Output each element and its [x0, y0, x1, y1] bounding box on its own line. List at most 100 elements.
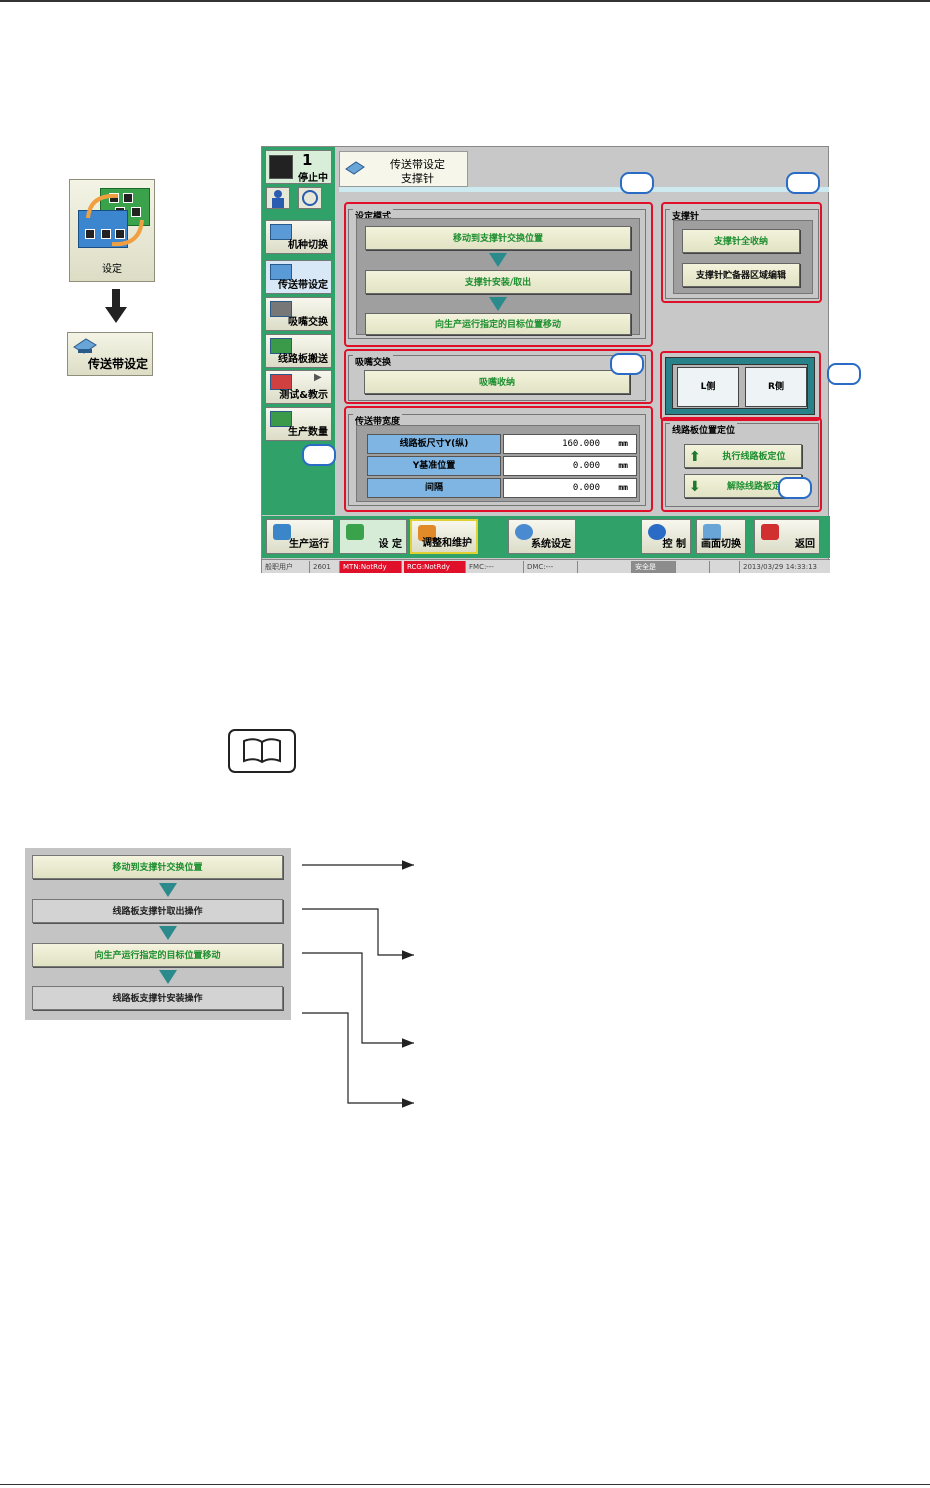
right-side-button[interactable]: R侧 — [745, 367, 807, 407]
step-arrow-icon — [489, 297, 507, 311]
conveyor-icon — [345, 161, 365, 175]
down-arrow-icon: ⬇ — [689, 479, 701, 495]
highlight-box — [661, 417, 822, 512]
play-icon: ▶ — [314, 372, 322, 383]
highlight-box — [660, 351, 821, 421]
conveyor-icon — [270, 264, 292, 280]
conveyor-icon — [73, 338, 97, 354]
exchange-arrows-icon — [86, 193, 144, 247]
screen-switch-button[interactable]: 画面切换 — [696, 519, 746, 554]
step-arrow-icon — [159, 926, 177, 940]
callout-marker — [620, 172, 654, 194]
system-settings-button[interactable]: 系统设定 — [508, 519, 576, 554]
status-empty — [710, 561, 740, 573]
nozzle-store-button[interactable]: 吸嘴收纳 — [364, 370, 630, 394]
nozzle-exchange-group: 吸嘴交换 吸嘴收纳 — [348, 355, 646, 401]
flow-diagram: 移动到支撑针交换位置 线路板支撑针取出操作 向生产运行指定的目标位置移动 线路板… — [25, 848, 291, 1020]
left-side-button[interactable]: L侧 — [677, 367, 739, 407]
status-bar: 般职用户 2601 MTN:NotRdy RCG:NotRdy FMC:--- … — [262, 559, 830, 573]
nozzle-exchange-title: 吸嘴交换 — [353, 355, 394, 368]
dmc-status: DMC:--- — [524, 561, 578, 573]
highlight-box — [344, 349, 653, 404]
status-indicator-icon — [269, 155, 293, 179]
test-teach-icon — [270, 374, 292, 390]
store-all-pins-button[interactable]: 支撑针全收纳 — [682, 229, 800, 253]
sidebar-item-board-transfer[interactable]: 线路板搬送 — [265, 334, 332, 368]
machine-status: 1 停止中 — [265, 150, 332, 184]
sidebar-item-test-teach[interactable]: ▶ 测试&教示 — [265, 370, 332, 404]
machine-state: 停止中 — [298, 173, 328, 184]
pin-install-remove-button[interactable]: 支撑针安装/取出 — [365, 270, 631, 294]
highlight-box — [344, 202, 653, 347]
help-icon[interactable] — [298, 187, 322, 209]
flow-step: 线路板支撑针取出操作 — [32, 899, 283, 923]
board-positioning-title: 线路板位置定位 — [670, 423, 738, 436]
pin-storage-area-edit-button[interactable]: 支撑针贮备器区域编辑 — [682, 263, 800, 287]
gap-label: 间隔 — [367, 478, 501, 498]
operator-icon[interactable] — [266, 187, 290, 209]
callout-marker — [778, 477, 812, 499]
user-level: 般职用户 — [262, 561, 310, 573]
sidebar-item-production-count[interactable]: 生产数量 — [265, 407, 332, 441]
support-pin-group: 支撑针 支撑针全收纳 支撑针贮备器区域编辑 — [665, 209, 819, 299]
setting-mode-group: 设定模式 移动到支撑针交换位置 支撑针安装/取出 向生产运行指定的目标位置移动 — [348, 209, 646, 339]
settings-label: 设定 — [102, 264, 122, 275]
machine-screen: 1 停止中 机种切换 传送带设定 吸嘴交换 线路板搬送 ▶ 测试&教示 — [261, 146, 861, 573]
setup-icon — [346, 524, 364, 540]
bottom-bar: 生产运行 设 定 调整和维护 系统设定 控 制 画面切换 返回 — [262, 516, 830, 558]
conveyor-width-group: 传送带宽度 线路板尺寸Y(纵) 160.000 mm Y基准位置 0.000 m… — [348, 414, 646, 506]
flow-connector-arrows — [302, 860, 414, 1108]
back-button[interactable]: 返回 — [754, 519, 820, 554]
status-empty — [676, 561, 710, 573]
flow-step: 移动到支撑针交换位置 — [32, 855, 283, 879]
up-arrow-icon: ⬆ — [689, 449, 701, 465]
y-reference-label: Y基准位置 — [367, 456, 501, 476]
support-pin-title: 支撑针 — [670, 209, 702, 222]
bottom-rule — [0, 1484, 930, 1485]
down-arrow-icon — [105, 289, 127, 323]
sidebar: 1 停止中 机种切换 传送带设定 吸嘴交换 线路板搬送 ▶ 测试&教示 — [262, 147, 336, 515]
page-title: 传送带设定 支撑针 — [339, 151, 468, 187]
y-reference-field[interactable]: 0.000 mm — [503, 456, 637, 476]
header-strip — [339, 187, 829, 192]
control-button[interactable]: 控 制 — [641, 519, 691, 554]
wrench-icon — [418, 525, 436, 541]
gap-field[interactable]: 0.000 mm — [503, 478, 637, 498]
callout-marker — [610, 353, 644, 375]
machine-code: 2601 — [310, 561, 340, 573]
step-arrow-icon — [489, 253, 507, 267]
flow-step: 向生产运行指定的目标位置移动 — [32, 943, 283, 967]
conveyor-settings-label: 传送带设定 — [87, 357, 148, 371]
adjust-maintenance-button[interactable]: 调整和维护 — [410, 519, 478, 554]
safety-status: 安全是 — [632, 561, 676, 573]
callout-marker — [786, 172, 820, 194]
nozzle-icon — [270, 301, 292, 317]
status-empty — [578, 561, 632, 573]
flow-step: 线路板支撑针安装操作 — [32, 986, 283, 1010]
board-size-y-field[interactable]: 160.000 mm — [503, 434, 637, 454]
move-to-pin-exchange-button[interactable]: 移动到支撑针交换位置 — [365, 226, 631, 250]
machine-number: 1 — [302, 151, 313, 169]
conveyor-settings-button[interactable]: 传送带设定 — [67, 332, 153, 376]
book-icon — [228, 729, 296, 773]
settings-menu-button[interactable]: 设定 — [69, 179, 155, 282]
sidebar-item-conveyor-settings[interactable]: 传送带设定 — [265, 260, 332, 294]
exit-door-icon — [761, 524, 779, 540]
execute-board-positioning-button[interactable]: ⬆ 执行线路板定位 — [684, 444, 802, 468]
sidebar-item-model-change[interactable]: 机种切换 — [265, 220, 332, 254]
gear-icon — [515, 524, 533, 540]
control-icon — [648, 524, 666, 540]
sidebar-item-nozzle-exchange[interactable]: 吸嘴交换 — [265, 297, 332, 331]
board-size-y-label: 线路板尺寸Y(纵) — [367, 434, 501, 454]
callout-marker — [302, 444, 336, 466]
mtn-status: MTN:NotRdy — [340, 561, 402, 573]
production-count-icon — [270, 411, 292, 427]
setup-button[interactable]: 设 定 — [339, 519, 407, 554]
rcg-status: RCG:NotRdy — [404, 561, 466, 573]
model-change-icon — [270, 224, 292, 240]
lr-side-panel: L侧 R侧 — [665, 357, 815, 415]
highlight-box — [661, 202, 822, 303]
move-to-target-position-button[interactable]: 向生产运行指定的目标位置移动 — [365, 313, 631, 335]
top-rule — [0, 0, 930, 2]
production-run-button[interactable]: 生产运行 — [266, 519, 334, 554]
